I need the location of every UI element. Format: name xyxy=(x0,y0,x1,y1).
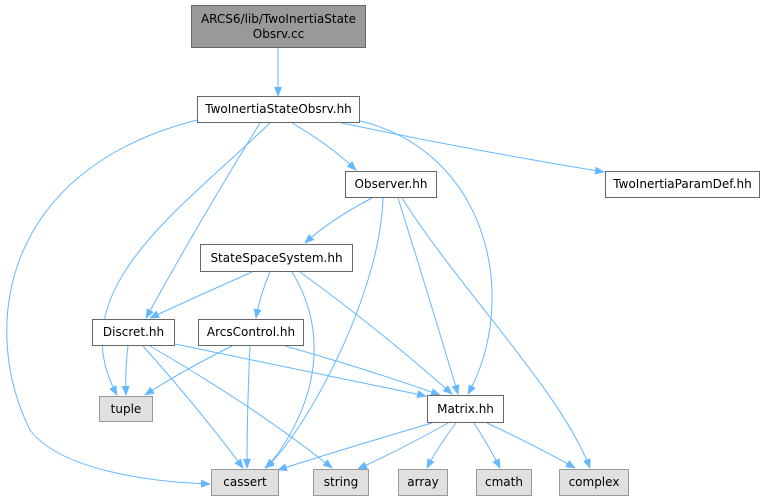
node-observer-hh[interactable]: Observer.hh xyxy=(345,171,437,198)
node-cmath[interactable]: cmath xyxy=(476,469,532,496)
node-twoinertiastateobsrv-hh[interactable]: TwoInertiaStateObsrv.hh xyxy=(197,96,360,123)
node-tuple[interactable]: tuple xyxy=(99,396,153,422)
edge-statespace-to-arcscontrol xyxy=(253,271,271,319)
node-label: cassert xyxy=(223,475,267,489)
node-cassert[interactable]: cassert xyxy=(211,469,279,496)
node-arcscontrol-hh[interactable]: ArcsControl.hh xyxy=(198,319,304,346)
node-label: Discret.hh xyxy=(102,325,165,339)
edge-matrix-to-array xyxy=(426,422,457,469)
edge-matrix-to-string xyxy=(357,422,449,470)
edge-observer-to-statespace xyxy=(304,197,373,244)
edge-twoinertia-to-observer xyxy=(291,122,357,171)
edge-arcscontrol-to-tuple xyxy=(144,345,233,396)
node-label: array xyxy=(407,475,439,489)
edge-discret-to-tuple xyxy=(121,345,130,396)
node-statespacesystem-hh[interactable]: StateSpaceSystem.hh xyxy=(200,244,353,272)
edge-twoinertia-to-tuple xyxy=(101,122,271,396)
node-twoinertiastateobsrv-cc[interactable]: ARCS6/lib/TwoInertiaState Obsrv.cc xyxy=(191,5,366,48)
node-label: StateSpaceSystem.hh xyxy=(210,250,343,265)
node-label: Observer.hh xyxy=(354,177,428,191)
edge-discret-to-matrix xyxy=(174,343,427,399)
node-label: TwoInertiaStateObsrv.hh xyxy=(205,102,352,116)
edge-twoinertia-to-paramdef xyxy=(341,122,605,175)
node-twoinertiaparamdef-hh[interactable]: TwoInertiaParamDef.hh xyxy=(605,171,760,198)
edge-discret-to-cassert xyxy=(142,345,244,469)
edge-arcscontrol-to-matrix xyxy=(284,345,441,396)
edge-statespace-to-matrix xyxy=(299,271,453,395)
node-complex[interactable]: complex xyxy=(559,469,629,496)
node-label-line1: ARCS6/lib/TwoInertiaState xyxy=(200,11,357,26)
node-label: complex xyxy=(568,475,620,489)
edge-statespace-to-discret xyxy=(149,271,253,319)
edge-observer-to-complex xyxy=(401,197,591,469)
node-label: ArcsControl.hh xyxy=(206,325,296,339)
node-label: string xyxy=(323,475,359,489)
node-label-line2: Obsrv.cc xyxy=(252,26,305,41)
edge-twoinertia-to-cassert xyxy=(6,119,211,488)
edge-arcscontrol-to-cassert xyxy=(243,345,252,469)
node-array[interactable]: array xyxy=(398,469,448,496)
node-label: Matrix.hh xyxy=(437,401,494,416)
edge-matrix-to-cassert xyxy=(277,422,433,472)
edge-matrix-to-cmath xyxy=(473,422,501,469)
edge-twoinertia-to-matrix xyxy=(355,119,493,395)
node-label: tuple xyxy=(110,401,142,416)
node-label: TwoInertiaParamDef.hh xyxy=(613,177,752,191)
node-matrix-hh[interactable]: Matrix.hh xyxy=(427,395,504,423)
edge-matrix-to-complex xyxy=(486,422,576,469)
edge-discret-to-string xyxy=(149,345,333,469)
edge-statespace-to-cassert xyxy=(265,271,315,469)
node-discret-hh[interactable]: Discret.hh xyxy=(92,319,175,346)
node-label: cmath xyxy=(485,475,523,489)
node-string[interactable]: string xyxy=(313,469,369,496)
edge-observer-to-matrix xyxy=(397,197,460,395)
edge-twoinertia-to-discret xyxy=(145,122,261,319)
